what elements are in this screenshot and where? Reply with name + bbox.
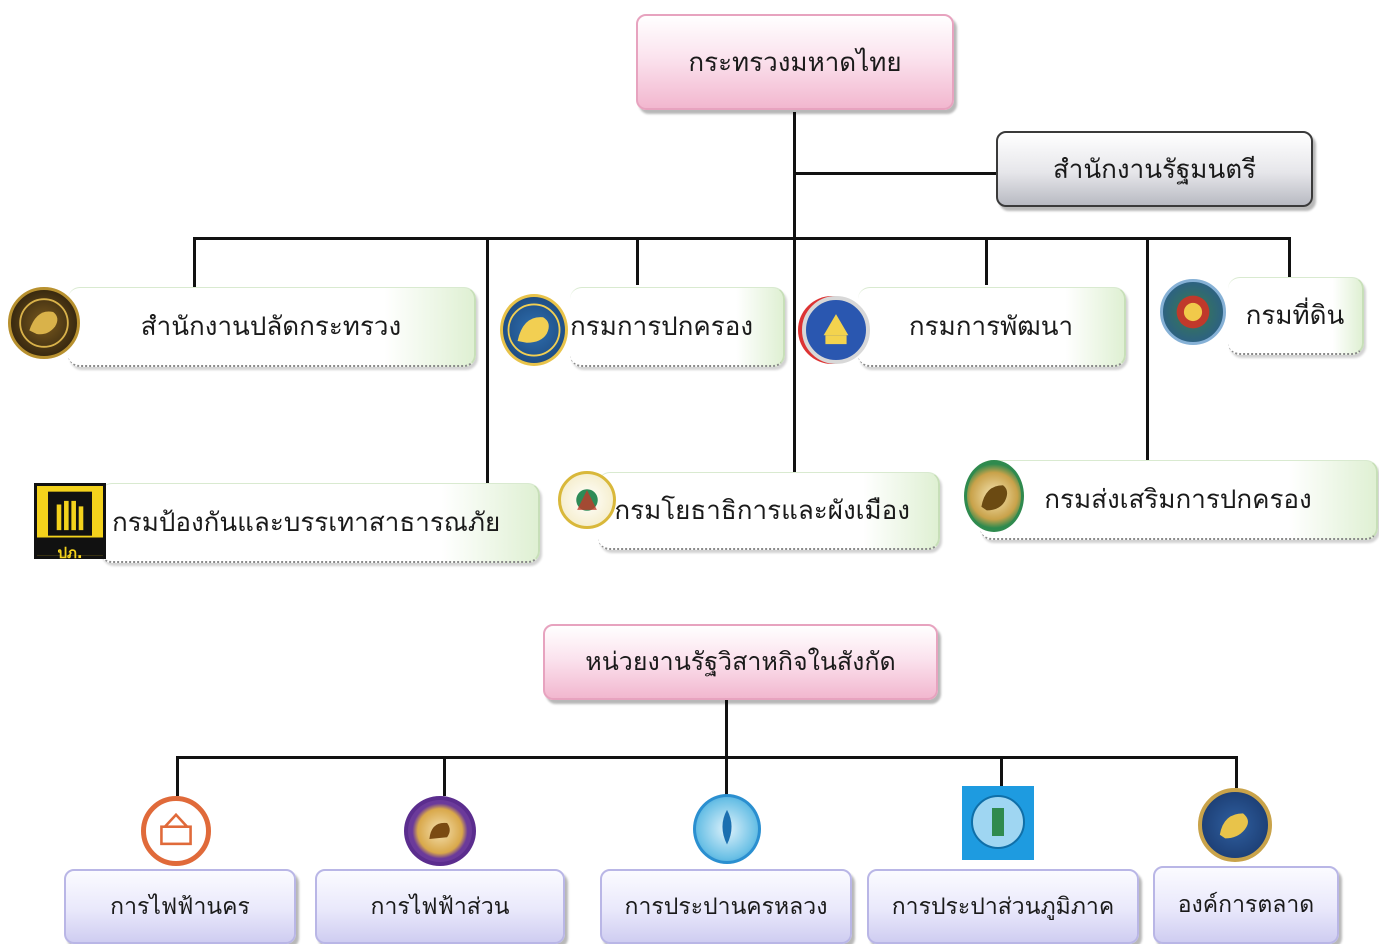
enterprise-box-3: การประปานครหลวง — [600, 869, 852, 944]
enterprise-box-2: การไฟฟ้าส่วน — [315, 869, 565, 944]
department-label-7: กรมส่งเสริมการปกครอง — [1044, 485, 1312, 515]
connector-ent-drop-5 — [1235, 756, 1238, 788]
hand-shield-seal-icon: ปภ. — [34, 483, 106, 562]
provincial-electricity-seal-icon — [404, 796, 476, 866]
connector-ent-drop-3 — [725, 756, 728, 796]
department-box-3: กรมการพัฒนา — [858, 287, 1126, 367]
connector-ent-drop-4 — [1000, 756, 1003, 786]
enterprise-label-1: การไฟฟ้านคร — [110, 893, 250, 920]
connector-enterprise-bus — [176, 756, 1238, 759]
market-organization-seal-icon — [1198, 788, 1272, 862]
minister-office-box: สำนักงานรัฐมนตรี — [996, 131, 1313, 207]
garuda-lion-seal-icon — [8, 287, 80, 359]
connector-minister-office — [795, 172, 997, 175]
department-label-4: กรมที่ดิน — [1245, 301, 1345, 331]
metropolitan-electricity-seal-icon — [141, 796, 211, 866]
connector-drop-1 — [193, 237, 196, 287]
state-enterprise-box: หน่วยงานรัฐวิสาหกิจในสังกัด — [543, 624, 938, 700]
land-department-seal-icon — [1160, 279, 1226, 345]
state-enterprise-title: หน่วยงานรัฐวิสาหกิจในสังกัด — [585, 647, 896, 676]
connector-drop-3 — [636, 237, 639, 285]
connector-ent-drop-2 — [443, 756, 446, 796]
department-label-3: กรมการพัฒนา — [908, 312, 1074, 342]
connector-drop-4 — [985, 237, 988, 285]
connector-departments-bus — [193, 237, 1291, 240]
connector-drop-6 — [1288, 237, 1291, 279]
lion-seal-icon — [500, 294, 568, 366]
hand-shield-seal-text: ปภ. — [57, 544, 83, 562]
department-label-6: กรมโยธาธิการและผังเมือง — [614, 496, 910, 526]
connector-ministry-trunk — [793, 112, 796, 472]
department-box-1: สำนักงานปลัดกระทรวง — [68, 287, 476, 367]
metropolitan-waterworks-seal-icon — [693, 794, 761, 864]
enterprise-label-4: การประปาส่วนภูมิภาค — [891, 893, 1115, 920]
department-box-6: กรมโยธาธิการและผังเมือง — [598, 472, 940, 550]
department-label-5: กรมป้องกันและบรรเทาสาธารณภัย — [112, 508, 501, 538]
connector-ent-drop-1 — [176, 756, 179, 796]
local-administration-seal-icon — [964, 460, 1024, 532]
department-box-2: กรมการปกครอง — [570, 287, 785, 367]
minister-office-label: สำนักงานรัฐมนตรี — [1052, 154, 1257, 185]
community-development-seal-icon — [802, 296, 870, 364]
enterprise-label-3: การประปานครหลวง — [624, 893, 828, 920]
department-label-2: กรมการปกครอง — [570, 312, 754, 342]
department-box-5: กรมป้องกันและบรรเทาสาธารณภัย — [100, 483, 540, 563]
connector-drop-5 — [1146, 237, 1149, 462]
enterprise-label-2: การไฟฟ้าส่วน — [370, 893, 510, 920]
ministry-box: กระทรวงมหาดไทย — [636, 14, 954, 110]
connector-drop-2 — [486, 237, 489, 485]
enterprise-label-5: องค์การตลาด — [1177, 892, 1315, 918]
department-box-4: กรมที่ดิน — [1228, 277, 1364, 355]
public-works-seal-icon — [558, 471, 616, 529]
department-box-7: กรมส่งเสริมการปกครอง — [980, 460, 1378, 540]
department-label-1: สำนักงานปลัดกระทรวง — [140, 312, 402, 342]
enterprise-box-5: องค์การตลาด — [1153, 866, 1339, 944]
enterprise-box-4: การประปาส่วนภูมิภาค — [867, 869, 1139, 944]
enterprise-box-1: การไฟฟ้านคร — [64, 869, 296, 944]
ministry-title: กระทรวงมหาดไทย — [688, 47, 902, 78]
connector-enterprise-trunk — [725, 700, 728, 758]
provincial-waterworks-seal-icon — [962, 786, 1034, 860]
